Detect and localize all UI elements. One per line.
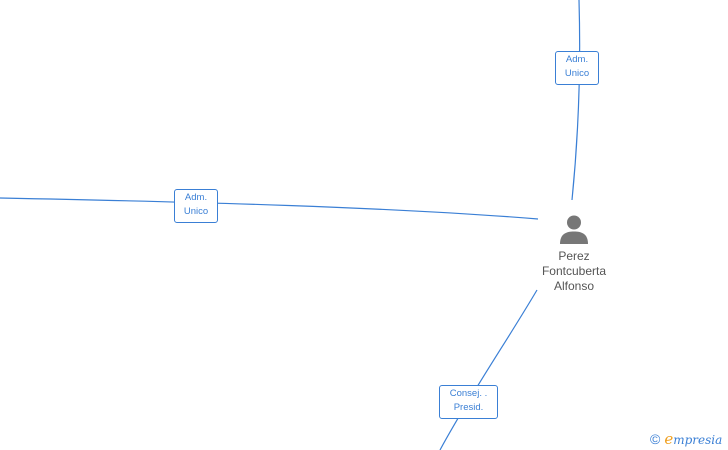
edge-label-line: Unico [564, 68, 590, 79]
edge-line-top [571, 0, 581, 201]
edge-label-line: Adm. [565, 54, 589, 65]
edge-label-line: Presid. [453, 402, 484, 413]
edge-label-line: Adm. [184, 192, 208, 203]
empresia-watermark: © empresia [650, 429, 722, 449]
edge-line-bottom [439, 289, 538, 450]
brand-logo: empresia [664, 430, 722, 448]
person-node[interactable]: Perez Fontcuberta Alfonso [520, 213, 628, 294]
edge-label-bottom[interactable]: Consej. . Presid. [439, 385, 498, 419]
person-icon [560, 215, 588, 244]
edge-label-left[interactable]: Adm. Unico [174, 189, 218, 223]
edge-label-line: Unico [183, 206, 209, 217]
edge-line-left [0, 197, 539, 220]
edge-label-line: Consej. . [449, 388, 488, 399]
person-name-line: Perez [558, 249, 590, 263]
copyright-icon: © [650, 431, 661, 447]
person-name-line: Alfonso [553, 279, 595, 293]
brand-initial: e [664, 430, 674, 448]
brand-rest: mpresia [673, 433, 723, 447]
edge-label-top[interactable]: Adm. Unico [555, 51, 599, 85]
person-name-line: Fontcuberta [541, 264, 607, 278]
person-name: Perez Fontcuberta Alfonso [520, 249, 628, 294]
